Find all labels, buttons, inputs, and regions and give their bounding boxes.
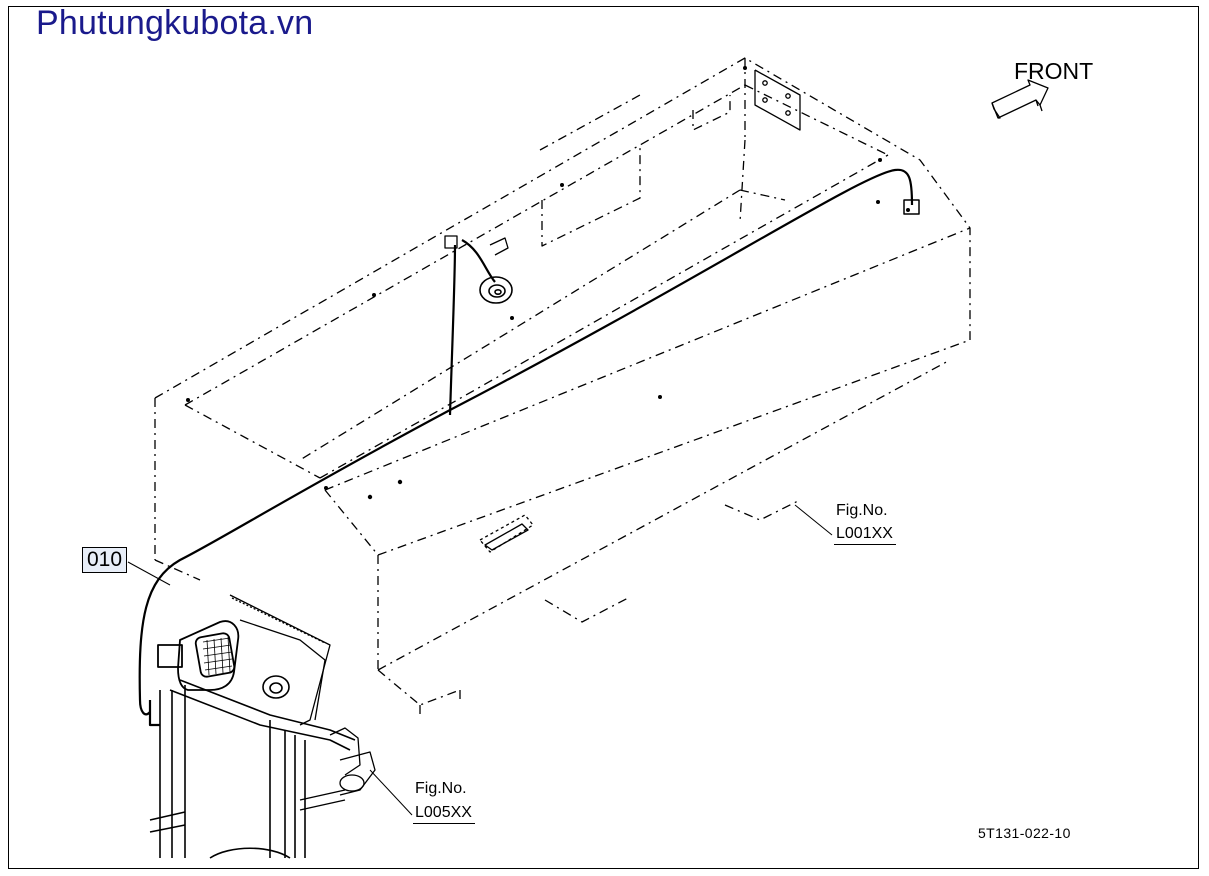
front-arrow-icon [991,79,1049,119]
inspection-window [479,514,534,553]
horn-icon [262,675,290,699]
lamp-icon [157,620,240,691]
drawing-number: 5T131-022-10 [978,825,1071,841]
support-frame [149,679,356,859]
site-watermark: Phutungkubota.vn [36,4,314,42]
figure-reference-title: Fig.No. [415,780,467,797]
leader-lines [127,504,833,816]
wire-harness [138,168,914,727]
buzzer-icon [479,276,513,304]
drawing-frame [8,6,1199,869]
connector-icon [903,199,920,215]
lamp-bracket [229,594,331,726]
hopper-outline [154,57,971,715]
figure-reference-link[interactable]: L001XX [834,525,896,545]
bolt-markers [186,66,910,500]
figure-reference-title: Fig.No. [836,502,888,519]
part-callout-010[interactable]: 010 [82,547,128,573]
figure-reference-link[interactable]: L005XX [413,804,475,824]
cross-tube [299,727,376,811]
front-direction-label: FRONT [1014,58,1094,84]
corner-plate [754,69,801,131]
